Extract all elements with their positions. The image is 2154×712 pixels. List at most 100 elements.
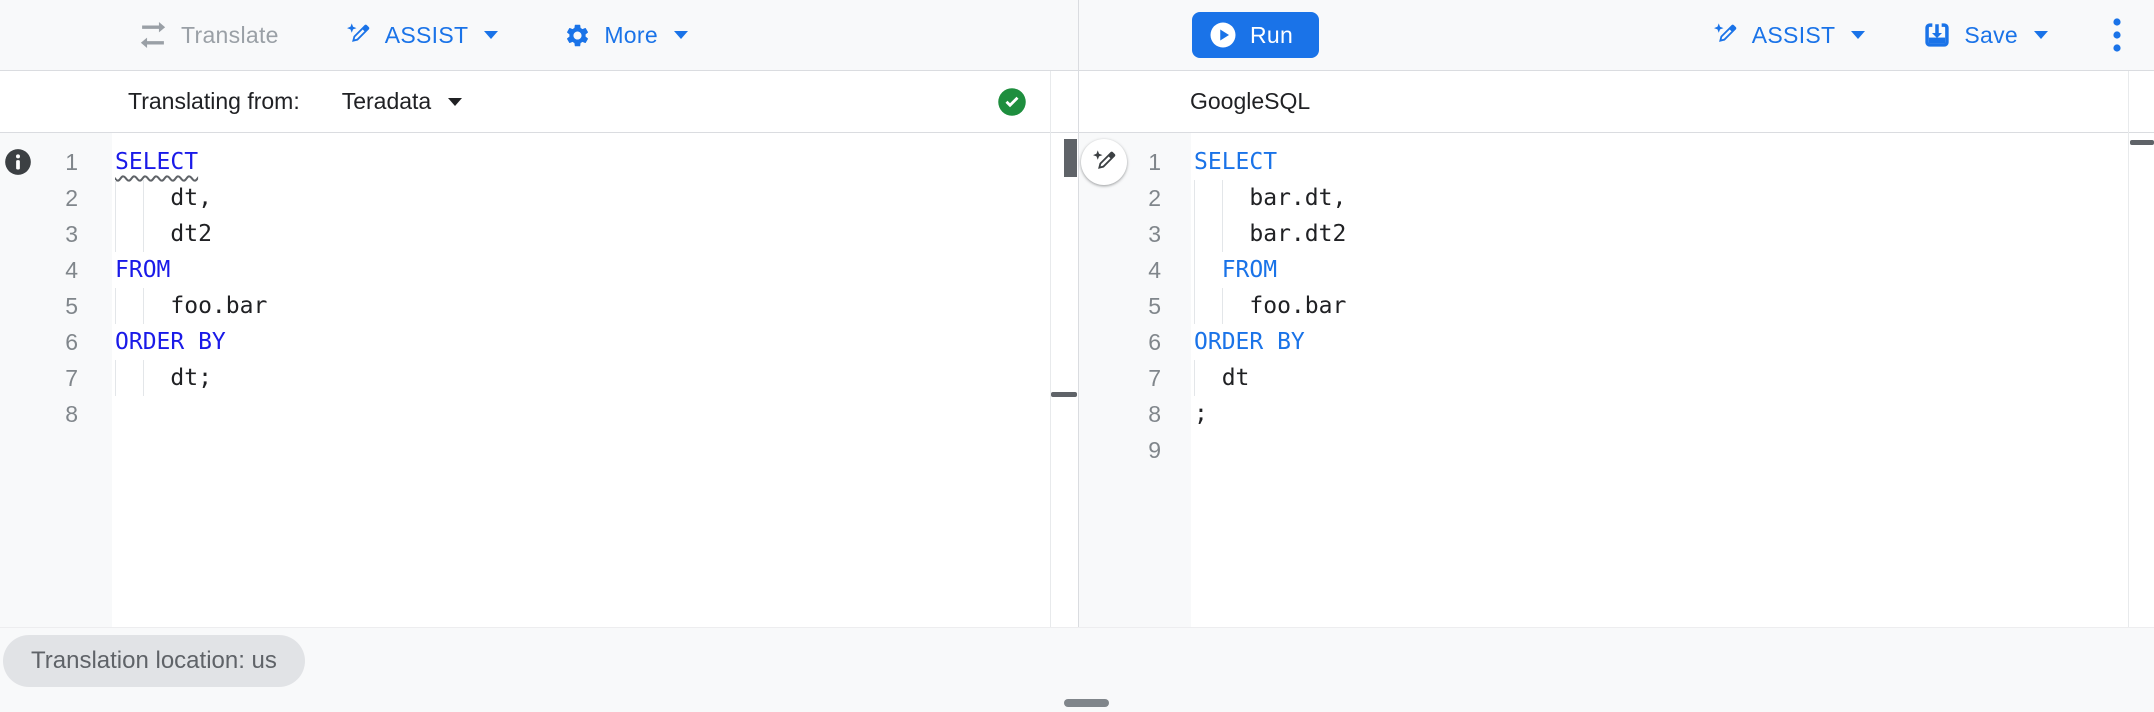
- chevron-down-icon: [1851, 31, 1866, 39]
- line-number: 5: [65, 293, 78, 319]
- line-number: 2: [65, 185, 78, 211]
- floating-assist-button[interactable]: [1081, 139, 1127, 185]
- code-line[interactable]: 8: [0, 396, 1078, 432]
- info-icon[interactable]: [4, 148, 32, 176]
- dialect-value: Teradata: [341, 88, 432, 114]
- code-line[interactable]: 4 FROM: [1079, 252, 2154, 288]
- line-number: 4: [1148, 257, 1161, 283]
- magic-pen-icon: [1713, 22, 1737, 42]
- code-line[interactable]: 8;: [1079, 396, 2154, 432]
- panel-divider[interactable]: [1078, 0, 1079, 627]
- indent-guide: [143, 180, 144, 216]
- sql-text: dt: [1194, 365, 1250, 391]
- chevron-down-icon: [2034, 31, 2048, 39]
- code-cell: ;: [1191, 396, 1208, 432]
- code-line[interactable]: 5 foo.bar: [0, 288, 1078, 324]
- code-cell: bar.dt2: [1191, 216, 1346, 252]
- sql-text: foo.bar: [1194, 293, 1347, 319]
- code-line[interactable]: 5 foo.bar: [1079, 288, 2154, 324]
- indent-guide: [143, 216, 144, 252]
- target-header: GoogleSQL: [1079, 71, 2154, 133]
- line-number: 4: [65, 257, 78, 283]
- indent-guide: [115, 216, 116, 252]
- source-overview-cursor-marker: [1051, 392, 1077, 397]
- target-gutter: [1079, 133, 1191, 627]
- code-line[interactable]: 3 dt2: [0, 216, 1078, 252]
- run-button[interactable]: Run: [1192, 12, 1320, 58]
- line-number: 3: [65, 221, 78, 247]
- sql-text: foo.bar: [115, 293, 268, 319]
- indent-guide: [115, 180, 116, 216]
- code-line[interactable]: 1 SELECT: [1079, 144, 2154, 180]
- code-cell: foo.bar: [1191, 288, 1346, 324]
- code-cell: [112, 396, 115, 432]
- code-line[interactable]: 1 SELECT: [0, 144, 1078, 180]
- indent-guide: [1222, 288, 1223, 324]
- target-overview-cursor-marker: [2130, 140, 2154, 145]
- indent-guide: [1194, 288, 1195, 324]
- top-toolbar: Translate ASSIST More: [0, 0, 2154, 71]
- source-scrollbar-track: [1050, 71, 1051, 627]
- bottom-panel-drag-handle[interactable]: [1064, 699, 1109, 707]
- magic-pen-icon: [1092, 149, 1115, 169]
- swap-arrows-icon: [140, 22, 166, 48]
- code-line[interactable]: 9: [1079, 432, 2154, 468]
- more-label: More: [604, 21, 658, 48]
- translation-location-badge: Translation location: us: [3, 635, 305, 687]
- line-number: 1: [65, 149, 78, 175]
- sql-keyword: FROM: [115, 257, 171, 283]
- code-cell: ORDER BY: [112, 324, 226, 360]
- code-line[interactable]: 3 bar.dt2: [1079, 216, 2154, 252]
- code-line[interactable]: 7 dt;: [0, 360, 1078, 396]
- code-cell: [1191, 432, 1194, 468]
- chevron-down-icon: [448, 97, 463, 106]
- sql-keyword: ORDER BY: [1194, 329, 1305, 355]
- gear-icon: [567, 24, 589, 46]
- code-line[interactable]: 7 dt: [1079, 360, 2154, 396]
- code-line[interactable]: 6 ORDER BY: [1079, 324, 2154, 360]
- more-button[interactable]: More: [564, 22, 688, 49]
- translating-from-label: Translating from:: [128, 88, 300, 114]
- translate-button[interactable]: Translate: [138, 22, 279, 49]
- code-line[interactable]: 2 bar.dt,: [1079, 180, 2154, 216]
- indent-guide: [1194, 216, 1195, 252]
- source-dialect-selector[interactable]: Teradata: [342, 88, 463, 115]
- sql-text: ;: [1194, 401, 1208, 427]
- save-button[interactable]: Save: [1923, 21, 2048, 49]
- assist-button-source[interactable]: ASSIST: [345, 22, 499, 49]
- indent-guide: [115, 360, 116, 396]
- save-box-icon: [1925, 22, 1950, 47]
- line-number: 7: [1148, 365, 1161, 391]
- line-number: 1: [1148, 149, 1161, 175]
- sql-keyword: SELECT: [115, 149, 199, 175]
- sql-text: dt2: [115, 221, 212, 247]
- line-number: 8: [65, 401, 78, 427]
- magic-pen-icon: [346, 22, 370, 42]
- source-scrollbar-thumb[interactable]: [1064, 139, 1077, 177]
- code-line[interactable]: 2 dt,: [0, 180, 1078, 216]
- sql-keyword: ORDER BY: [115, 329, 226, 355]
- play-circle-icon: [1210, 22, 1236, 48]
- sql-keyword: FROM: [1194, 257, 1278, 283]
- code-cell: SELECT: [112, 144, 198, 180]
- save-label: Save: [1964, 21, 2018, 48]
- code-line[interactable]: 4 FROM: [0, 252, 1078, 288]
- overflow-menu-button[interactable]: [2106, 11, 2128, 59]
- chevron-down-icon: [484, 31, 499, 39]
- line-number: 2: [1148, 185, 1161, 211]
- line-number: 6: [1148, 329, 1161, 355]
- sql-text: bar.dt,: [1194, 185, 1347, 211]
- code-cell: SELECT: [1191, 144, 1277, 180]
- assist-button-target[interactable]: ASSIST: [1712, 22, 1866, 49]
- target-toolbar-actions: ASSIST Save: [1712, 11, 2128, 59]
- check-circle-icon: [998, 88, 1026, 116]
- code-cell: ORDER BY: [1191, 324, 1305, 360]
- line-number: 9: [1148, 437, 1161, 463]
- kebab-menu-icon: [2113, 18, 2121, 52]
